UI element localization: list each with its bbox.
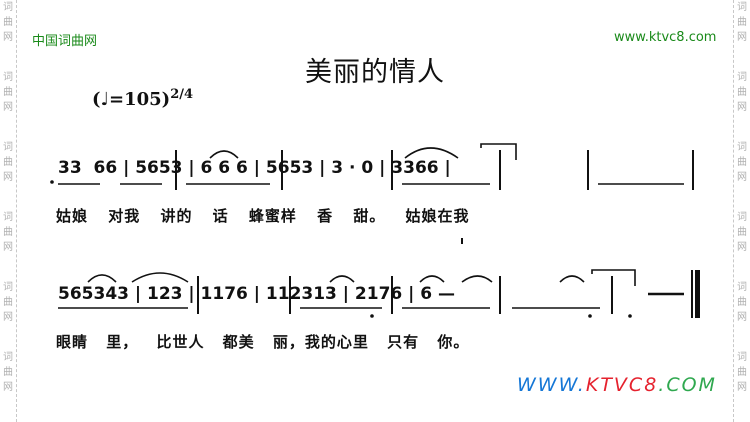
line1-lead-dot xyxy=(50,180,54,184)
tempo-marking: (♩=105)2/4 xyxy=(92,87,193,110)
side-watermark-char: 词 xyxy=(737,282,747,293)
side-watermark-char: 词 xyxy=(737,212,747,223)
left-margin-strip xyxy=(0,0,17,422)
site-url-watermark[interactable]: www.ktvc8.com xyxy=(614,30,717,45)
side-watermark-char: 词 xyxy=(3,352,13,363)
side-watermark-char: 网 xyxy=(3,102,13,113)
line2-lyrics: 眼睛 里， 比世人 都美 丽，我的心里 只有 你。 xyxy=(56,333,470,351)
side-watermark-char: 网 xyxy=(737,32,747,43)
side-watermark-char: 词 xyxy=(3,72,13,83)
line1-slurs xyxy=(209,143,517,160)
logo-www: WWW. xyxy=(517,374,586,396)
logo-ktvc8: KTVC8 xyxy=(585,374,659,396)
line1-notation: 33 66 | 5653 | 6 6 6 | 5653 | 3 · 0 | 33… xyxy=(58,158,451,178)
side-watermark-char: 网 xyxy=(3,172,13,183)
side-watermark-char: 词 xyxy=(3,282,13,293)
side-watermark-char: 网 xyxy=(737,172,747,183)
scan-mark xyxy=(461,238,463,244)
side-watermark-char: 词 xyxy=(3,142,13,153)
side-watermark-char: 词 xyxy=(737,2,747,13)
final-barline-thick xyxy=(695,270,700,318)
line2-octave-dots xyxy=(370,314,632,318)
side-watermark-char: 曲 xyxy=(737,17,747,28)
side-watermark-char: 曲 xyxy=(3,367,13,378)
right-margin-strip xyxy=(733,0,750,422)
side-watermark-char: 词 xyxy=(737,352,747,363)
logo-com: .COM xyxy=(658,374,717,396)
song-title: 美丽的情人 xyxy=(305,57,445,88)
side-watermark-char: 词 xyxy=(737,142,747,153)
side-watermark-char: 词 xyxy=(3,212,13,223)
line2-barlines xyxy=(197,270,693,318)
side-watermark-char: 曲 xyxy=(737,157,747,168)
side-watermark-char: 曲 xyxy=(737,367,747,378)
side-watermark-char: 网 xyxy=(737,382,747,393)
side-watermark-char: 曲 xyxy=(3,297,13,308)
side-watermark-char: 曲 xyxy=(3,227,13,238)
side-watermark-char: 网 xyxy=(3,382,13,393)
site-name-watermark[interactable]: 中国词曲网 xyxy=(32,34,98,49)
tempo-value: (♩=105) xyxy=(92,89,171,110)
side-watermark-char: 网 xyxy=(737,312,747,323)
side-watermark-char: 网 xyxy=(737,102,747,113)
line1-barlines xyxy=(175,150,694,190)
side-watermark-char: 网 xyxy=(3,32,13,43)
time-signature: 2/4 xyxy=(170,87,194,102)
line2-notation: 565343 | 123 | 1176 | 112313 | 2176 | 6 … xyxy=(58,284,456,304)
line1-lyrics: 姑娘 对我 讲的 话 蜂蜜样 香 甜。 姑娘在我 xyxy=(56,207,470,225)
side-watermark-char: 曲 xyxy=(737,297,747,308)
side-watermark-char: 网 xyxy=(737,242,747,253)
side-watermark-char: 曲 xyxy=(737,227,747,238)
side-watermark-char: 曲 xyxy=(737,87,747,98)
side-watermark-char: 曲 xyxy=(3,17,13,28)
side-watermark-char: 网 xyxy=(3,312,13,323)
side-watermark-char: 词 xyxy=(737,72,747,83)
bottom-site-logo[interactable]: WWW.KTVC8.COM xyxy=(517,374,717,396)
side-watermark-char: 曲 xyxy=(3,157,13,168)
line2-slurs xyxy=(87,269,636,286)
side-watermark-char: 词 xyxy=(3,2,13,13)
side-watermark-char: 曲 xyxy=(3,87,13,98)
side-watermark-char: 网 xyxy=(3,242,13,253)
